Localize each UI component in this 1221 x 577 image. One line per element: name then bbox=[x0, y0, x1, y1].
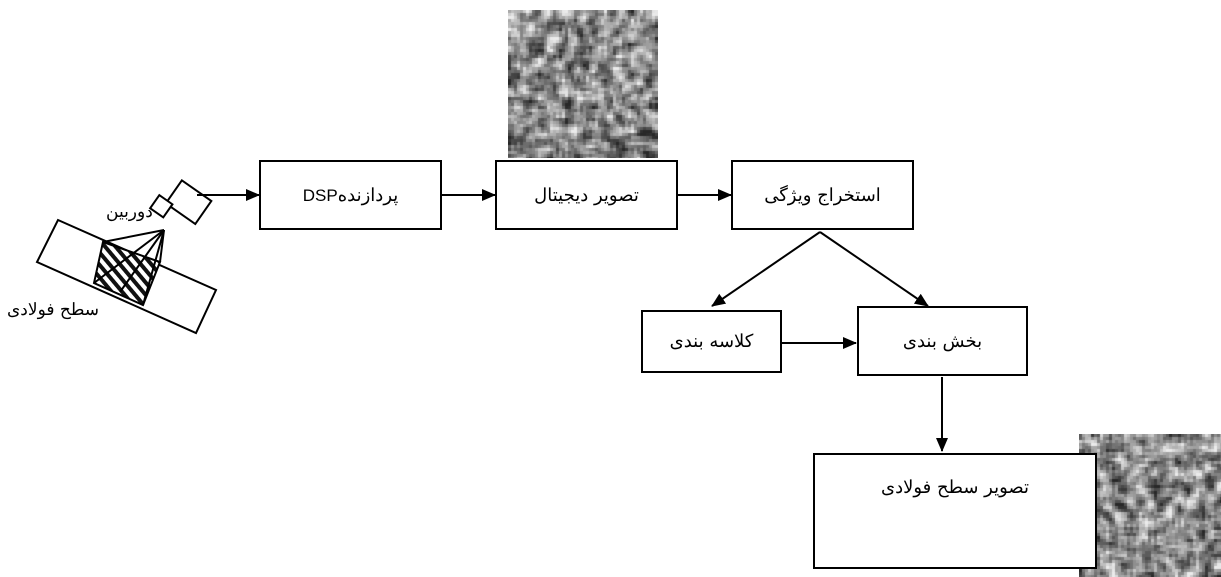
classification-label: کلاسه بندی bbox=[669, 331, 754, 352]
digital-image-label: تصویر دیجیتال bbox=[534, 184, 639, 206]
camera-fov-line-4 bbox=[93, 229, 165, 284]
output-image-box: تصویر سطح فولادی bbox=[813, 453, 1097, 569]
dsp-processor-box: پردازندهDSP bbox=[259, 160, 442, 230]
digital-image-box: تصویر دیجیتال bbox=[495, 160, 678, 230]
output-image-texture bbox=[1079, 434, 1221, 577]
camera-fov-line-1 bbox=[102, 229, 165, 243]
camera-fov-line-5 bbox=[119, 229, 165, 293]
steel-surface-label: سطح فولادی bbox=[7, 300, 100, 320]
camera-fov-line-3 bbox=[142, 229, 165, 306]
classification-box: کلاسه بندی bbox=[641, 310, 782, 373]
digital-image-texture bbox=[508, 10, 658, 158]
output-image-label: تصویر سطح فولادی bbox=[880, 477, 1030, 498]
arrow-features-to-segmentation bbox=[819, 231, 929, 307]
camera-label: دوربین bbox=[106, 202, 153, 222]
camera-icon bbox=[148, 178, 213, 226]
segmentation-label: بخش بندی bbox=[902, 330, 983, 352]
dsp-processor-label: پردازندهDSP bbox=[302, 184, 399, 206]
feature-extraction-box: استخراج ویژگی bbox=[731, 160, 914, 230]
segmentation-box: بخش بندی bbox=[857, 306, 1028, 376]
arrow-features-to-classification bbox=[711, 231, 821, 307]
feature-extraction-label: استخراج ویژگی bbox=[764, 184, 881, 206]
